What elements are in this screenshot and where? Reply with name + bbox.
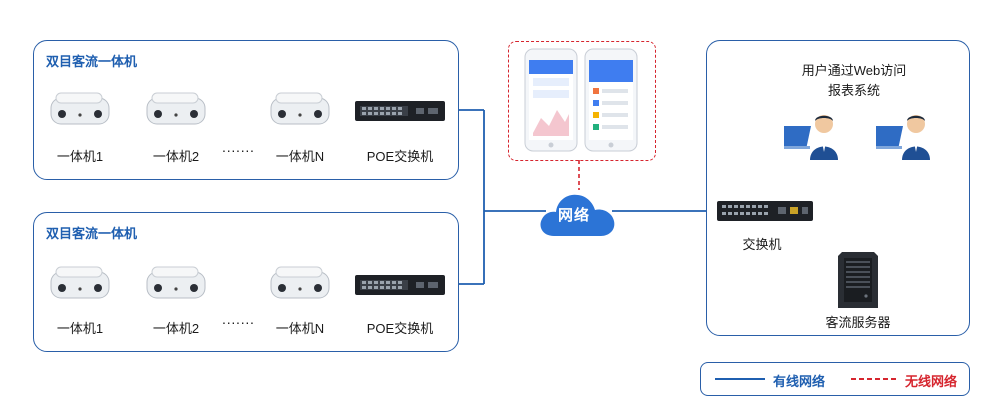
switch-label: 交换机 xyxy=(742,237,782,252)
network-switch-icon xyxy=(717,201,813,221)
camera-icon xyxy=(50,266,110,299)
phone-icon xyxy=(524,48,578,152)
camera-icon xyxy=(270,266,330,299)
user-computer-icon xyxy=(876,115,930,160)
server-tower-icon xyxy=(838,252,878,308)
web-access-title-line1: 用户通过Web访问 xyxy=(801,63,907,78)
device-label-1: 一体机1 xyxy=(56,321,104,336)
camera-icon xyxy=(270,92,330,125)
wireless-clients-box xyxy=(508,41,656,161)
user-computer-icon xyxy=(784,115,838,160)
web-access-title-line2: 报表系统 xyxy=(827,83,881,98)
legend-wired-label: 有线网络 xyxy=(773,374,826,389)
ellipsis-dots: ······· xyxy=(221,314,255,330)
phone-icon xyxy=(584,48,638,152)
server-label: 客流服务器 xyxy=(825,315,891,330)
group-title: 双目客流一体机 xyxy=(46,226,138,241)
camera-icon xyxy=(146,266,206,299)
network-switch-icon xyxy=(355,275,445,295)
device-label-1: 一体机1 xyxy=(56,149,104,164)
cloud-icon xyxy=(540,194,615,236)
device-label-n: 一体机N xyxy=(275,149,325,164)
legend-wireless-swatch xyxy=(851,378,897,380)
legend: 有线网络 无线网络 xyxy=(700,362,970,396)
poe-switch-label: POE交换机 xyxy=(366,149,434,164)
camera-icon xyxy=(50,92,110,125)
device-label-2: 一体机2 xyxy=(152,321,200,336)
legend-wired-swatch xyxy=(715,378,765,380)
device-label-2: 一体机2 xyxy=(152,149,200,164)
network-switch-icon xyxy=(355,101,445,121)
device-label-n: 一体机N xyxy=(275,321,325,336)
group-title: 双目客流一体机 xyxy=(46,54,138,69)
camera-icon xyxy=(146,92,206,125)
legend-wireless-label: 无线网络 xyxy=(905,374,958,389)
cloud-label: 网络 xyxy=(558,207,591,224)
ellipsis-dots: ······· xyxy=(221,142,255,158)
poe-switch-label: POE交换机 xyxy=(366,321,434,336)
